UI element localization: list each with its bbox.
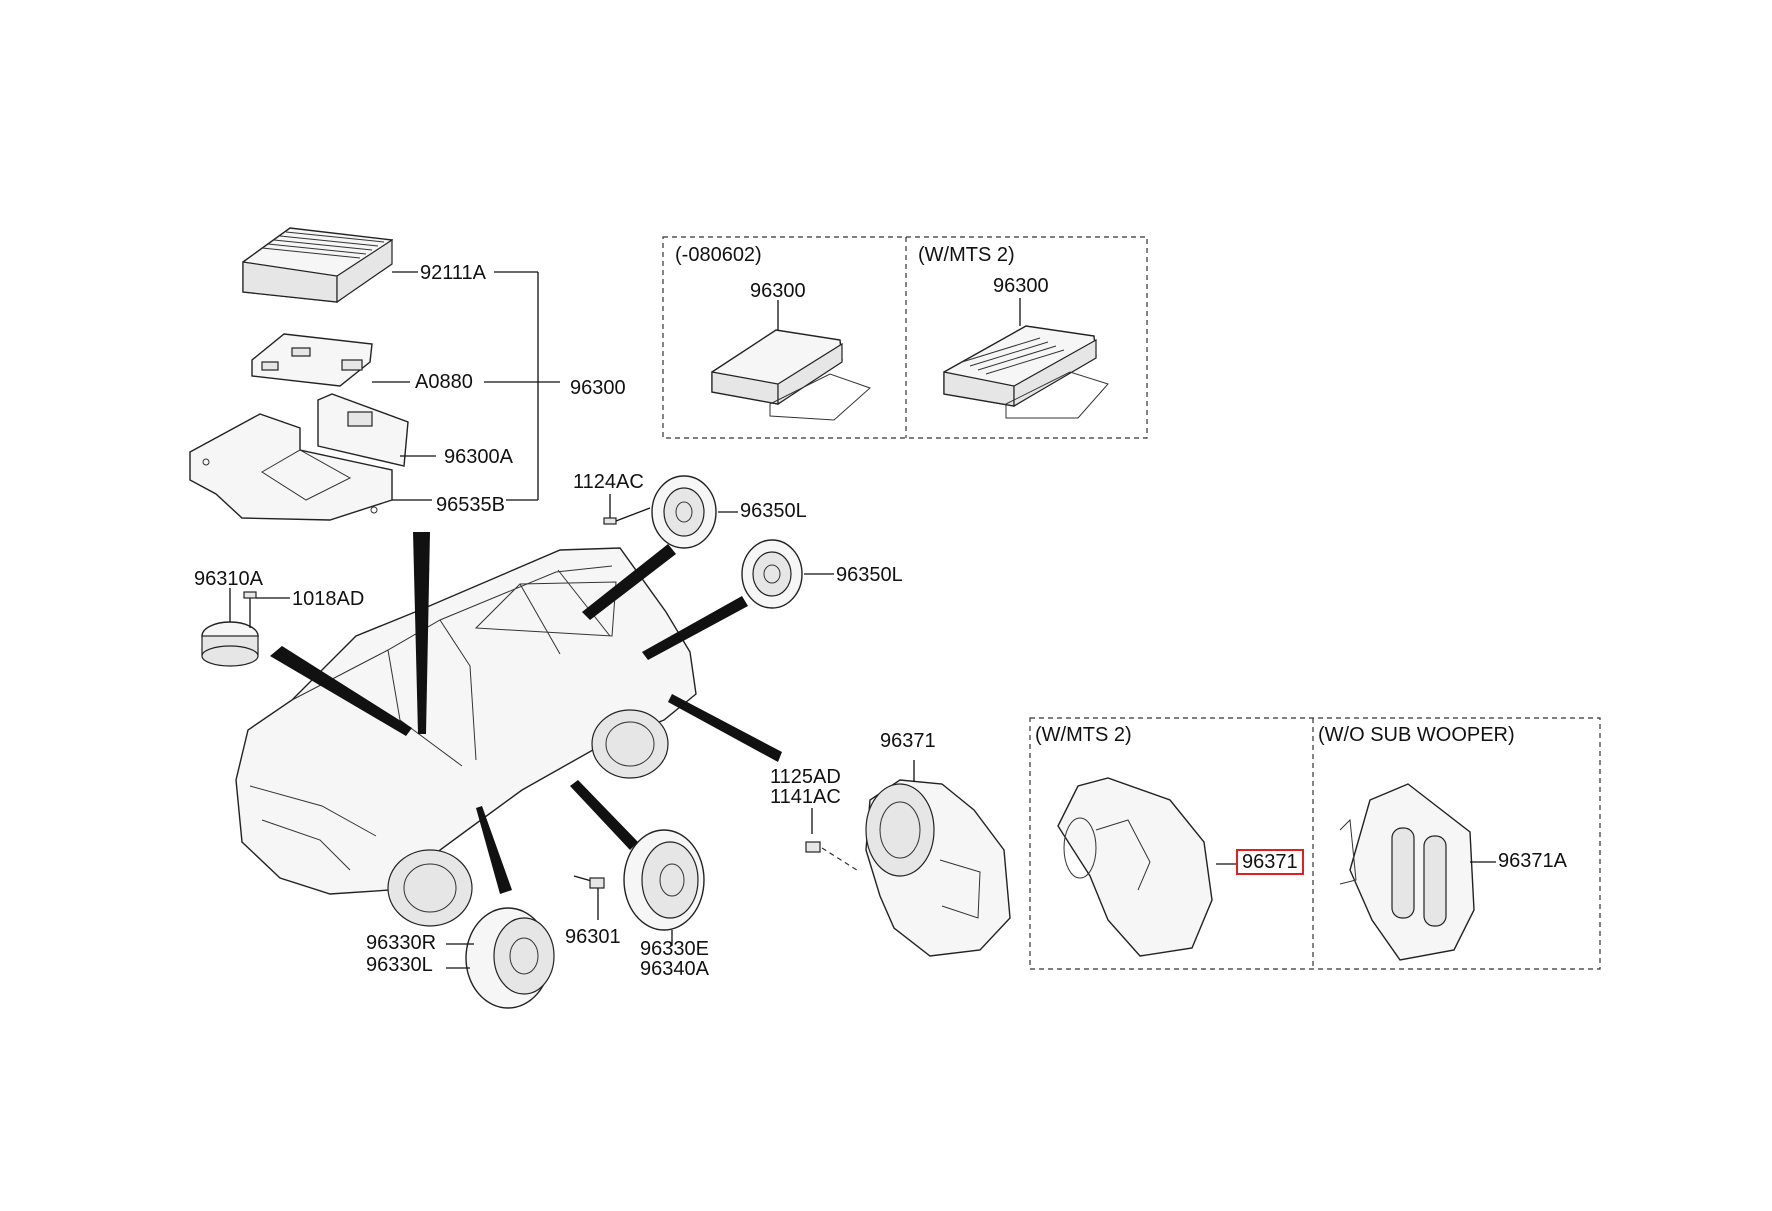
label-96350L-b[interactable]: 96350L bbox=[836, 564, 903, 586]
label-96330E[interactable]: 96330E bbox=[640, 938, 709, 960]
label-96330L[interactable]: 96330L bbox=[366, 954, 433, 976]
label-96371A[interactable]: 96371A bbox=[1498, 850, 1567, 872]
screw-96301[interactable] bbox=[573, 875, 605, 920]
label-96535B[interactable]: 96535B bbox=[436, 494, 505, 516]
speaker-96350L-lower[interactable] bbox=[741, 539, 834, 609]
label-1018AD[interactable]: 1018AD bbox=[292, 588, 365, 610]
module-A0880[interactable] bbox=[251, 333, 373, 387]
subwoofer-96371-wmts2[interactable] bbox=[1057, 777, 1236, 957]
bracket-96300A[interactable] bbox=[317, 393, 409, 467]
box-bottom-left-title: (W/MTS 2) bbox=[1035, 724, 1132, 746]
subwoofer-96371A-wo-sub[interactable] bbox=[1339, 783, 1496, 961]
location-pointers bbox=[270, 532, 782, 894]
speaker-96330R-96330L[interactable] bbox=[446, 907, 555, 1009]
box-top-left-title: (-080602) bbox=[675, 244, 762, 266]
amplifier-96300-variant-a[interactable] bbox=[711, 300, 871, 421]
label-96301[interactable]: 96301 bbox=[565, 926, 621, 948]
speaker-96350L-upper[interactable] bbox=[651, 475, 738, 549]
screw-1018AD[interactable] bbox=[243, 591, 290, 628]
speaker-96310A[interactable] bbox=[201, 588, 259, 667]
amp-leader-lines bbox=[372, 271, 560, 501]
label-92111A[interactable]: 92111A bbox=[420, 262, 486, 284]
box-top-right-title: (W/MTS 2) bbox=[918, 244, 1015, 266]
label-A0880[interactable]: A0880 bbox=[415, 371, 473, 393]
label-96350L-a[interactable]: 96350L bbox=[740, 500, 807, 522]
box-top-amplifiers bbox=[662, 236, 1148, 439]
label-96340A[interactable]: 96340A bbox=[640, 958, 709, 980]
amplifier-92111A[interactable] bbox=[242, 227, 393, 304]
label-96330R[interactable]: 96330R bbox=[366, 932, 437, 954]
speaker-96330E-96340A[interactable] bbox=[623, 829, 705, 946]
box-bottom-right-title: (W/O SUB WOOPER) bbox=[1318, 724, 1515, 746]
subwoofer-96371-left[interactable] bbox=[865, 760, 1011, 957]
screw-1124AC[interactable] bbox=[603, 494, 651, 525]
label-96300-main[interactable]: 96300 bbox=[570, 377, 626, 399]
label-96371-left[interactable]: 96371 bbox=[880, 730, 936, 752]
label-1125AD[interactable]: 1125AD bbox=[770, 766, 841, 788]
vehicle-body bbox=[235, 547, 697, 927]
label-96371-highlighted[interactable]: 96371 bbox=[1236, 849, 1304, 875]
label-96300A[interactable]: 96300A bbox=[444, 446, 513, 468]
label-96300-box1[interactable]: 96300 bbox=[750, 280, 806, 302]
box-bottom-subwoofers bbox=[1029, 717, 1601, 970]
screw-1125AD-1141AC[interactable] bbox=[805, 808, 861, 873]
label-96300-box2[interactable]: 96300 bbox=[993, 275, 1049, 297]
amplifier-96300-variant-b[interactable] bbox=[943, 298, 1109, 419]
label-1124AC[interactable]: 1124AC bbox=[573, 471, 644, 493]
label-96310A[interactable]: 96310A bbox=[194, 568, 263, 590]
label-1141AC[interactable]: 1141AC bbox=[770, 786, 841, 808]
